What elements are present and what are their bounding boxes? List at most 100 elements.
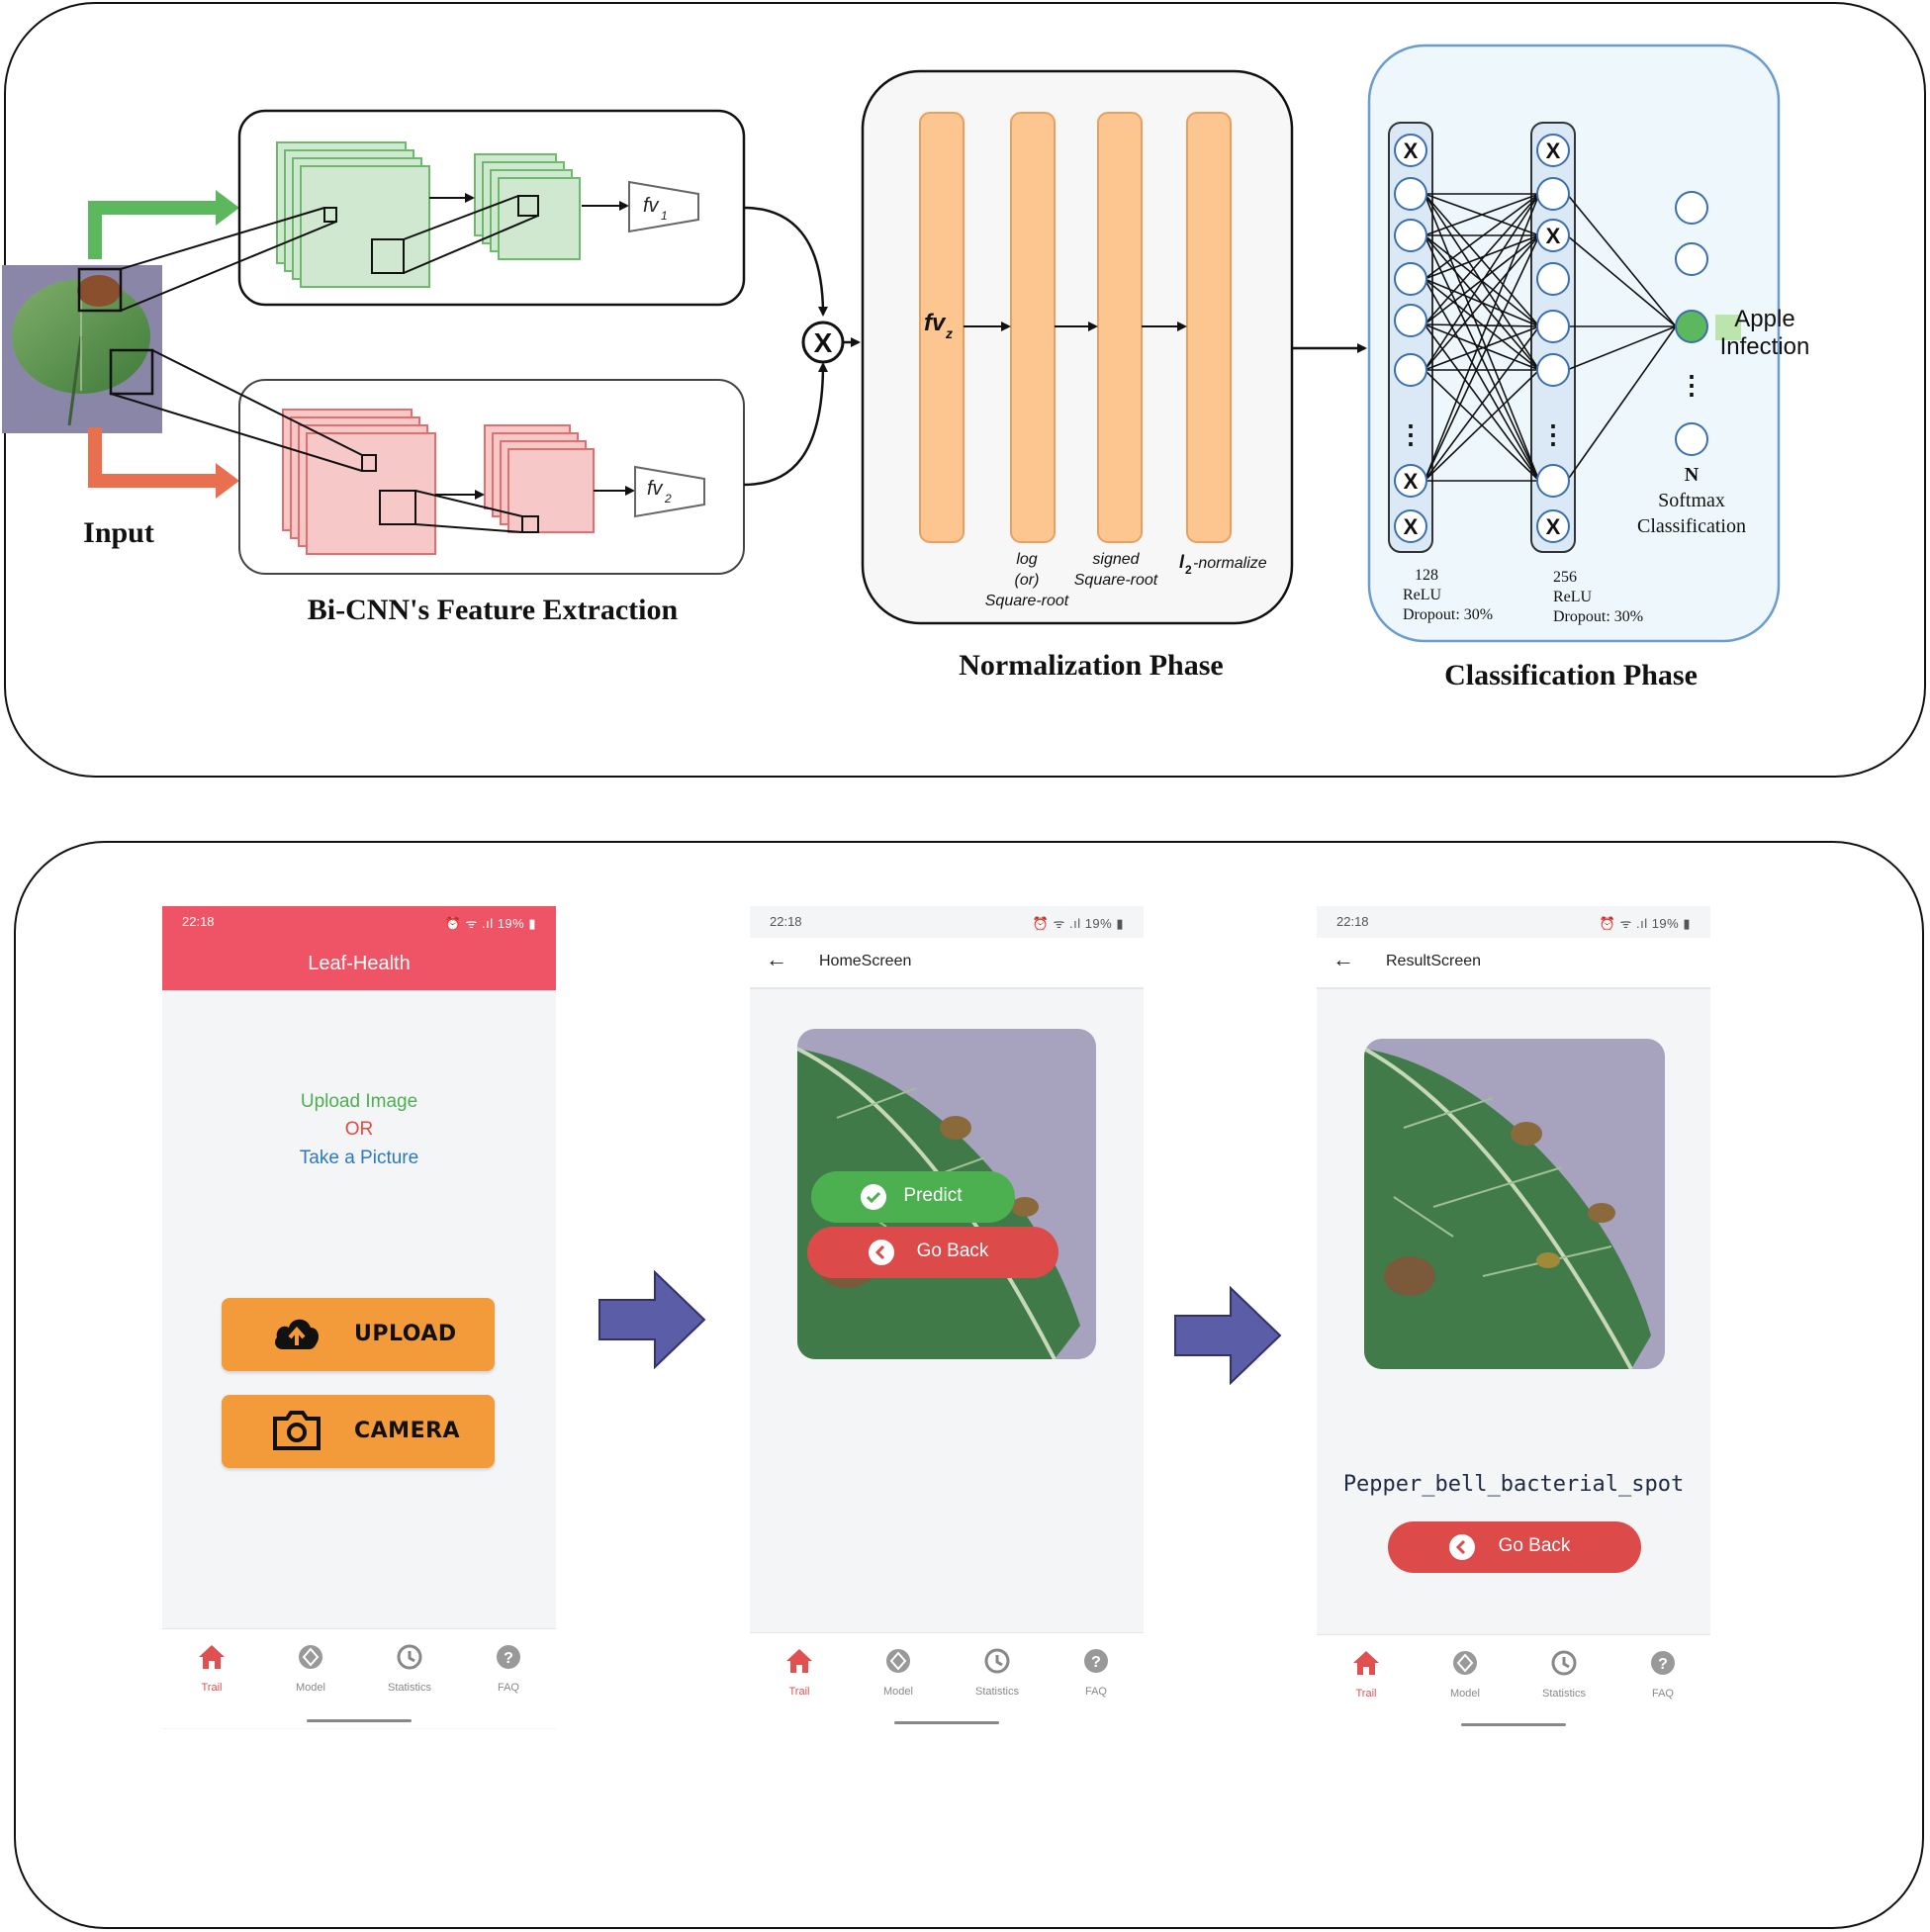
softmax-label-2: Softmax xyxy=(1658,490,1725,511)
screen-header: ← HomeScreen xyxy=(750,938,1144,989)
home-screen: 22:18 ⏰ ᯤ .ıl 19% ▮ ← HomeScreen Predict… xyxy=(750,906,1144,1729)
predict-label: Predict xyxy=(903,1185,963,1206)
fv1-subscript: 1 xyxy=(661,209,668,223)
upload-label: UPLOAD xyxy=(354,1322,457,1346)
camera-label: CAMERA xyxy=(354,1419,461,1443)
network-edge xyxy=(1566,193,1677,327)
app-panel xyxy=(14,841,1924,1929)
check-circle-icon xyxy=(861,1184,886,1210)
fv2-subscript: 2 xyxy=(664,492,672,506)
green-feature-maps xyxy=(276,141,581,288)
back-arrow-icon[interactable]: ← xyxy=(1333,947,1354,971)
home-indicator xyxy=(307,1719,412,1722)
network-edge xyxy=(1424,193,1540,325)
tab-statistics[interactable]: Statistics xyxy=(370,1643,449,1694)
predict-button[interactable]: Predict xyxy=(811,1171,1015,1223)
home-icon xyxy=(786,1649,812,1673)
tab-statistics[interactable]: Statistics xyxy=(1524,1649,1604,1700)
tab-trail[interactable]: Trail xyxy=(172,1643,251,1694)
tab-model[interactable]: Model xyxy=(1425,1649,1505,1700)
layer-1-neuron xyxy=(1394,219,1427,252)
tab-model[interactable]: Model xyxy=(859,1647,938,1698)
hint-or: OR xyxy=(344,1119,374,1140)
prediction-result: Pepper_bell_bacterial_spot xyxy=(1342,1472,1685,1497)
tab-faq[interactable]: ? FAQ xyxy=(1623,1649,1702,1700)
l2-prefix: l xyxy=(1179,552,1185,572)
layer-1-units: 128 xyxy=(1415,567,1438,584)
output-neuron xyxy=(1675,422,1708,456)
svg-text:?: ? xyxy=(1091,1654,1101,1671)
layer-1-activation: ReLU xyxy=(1403,587,1442,603)
output-neuron-active xyxy=(1675,310,1708,343)
help-icon: ? xyxy=(1651,1651,1675,1675)
tab-label: Trail xyxy=(201,1682,223,1694)
green-path-arrow xyxy=(88,201,220,259)
result-screen: 22:18 ⏰ ᯤ .ıl 19% ▮ ← ResultScreen Peppe… xyxy=(1317,906,1710,1729)
layer-1-neuron xyxy=(1394,304,1427,337)
tab-model[interactable]: Model xyxy=(271,1643,350,1694)
layer-1-neuron xyxy=(1394,262,1427,296)
layer-1-neuron xyxy=(1394,177,1427,211)
log-label-1: log xyxy=(1016,551,1037,568)
layer-2-neuron xyxy=(1536,262,1570,296)
layer-1-neuron xyxy=(1394,509,1427,543)
status-time: 22:18 xyxy=(770,914,802,929)
go-back-button[interactable]: Go Back xyxy=(1388,1521,1641,1573)
log-label-3: Square-root xyxy=(985,593,1069,609)
network-edge xyxy=(1424,325,1540,482)
go-back-label: Go Back xyxy=(1498,1535,1571,1556)
layer-2-activation: ReLU xyxy=(1553,589,1593,605)
normalization-bars xyxy=(919,112,1232,543)
tab-trail[interactable]: Trail xyxy=(1327,1649,1406,1700)
feature-extraction-title: Bi-CNN's Feature Extraction xyxy=(308,594,679,626)
red-feature-maps xyxy=(282,409,595,555)
architecture-diagram: fv 1 fv 2 Input Bi-CNN's Feature Extract… xyxy=(2,44,1810,691)
camera-button[interactable]: CAMERA xyxy=(222,1395,495,1468)
softmax-label-3: Classification xyxy=(1637,515,1746,537)
classification-title: Classification Phase xyxy=(1444,659,1698,691)
history-icon xyxy=(1551,1650,1577,1676)
dropout-mark: X xyxy=(1404,514,1419,539)
dropout-mark: X xyxy=(1404,469,1419,494)
output-neuron xyxy=(1675,191,1708,225)
layer-1-neuron xyxy=(1394,464,1427,498)
tab-faq[interactable]: ? FAQ xyxy=(1057,1647,1136,1698)
layer-1-dropout: Dropout: 30% xyxy=(1403,606,1493,623)
tab-label: FAQ xyxy=(497,1682,519,1694)
network-edge xyxy=(1424,193,1540,482)
hint-take-picture: Take a Picture xyxy=(299,1148,419,1168)
fvz-subscript: z xyxy=(945,325,953,341)
network-edge xyxy=(1424,234,1540,482)
layer-2-units: 256 xyxy=(1553,569,1577,586)
output-neuron xyxy=(1675,242,1708,276)
app-header: 22:18 ⏰ ᯤ .ıl 19% ▮ Leaf-Health xyxy=(162,906,556,990)
network-edge xyxy=(1424,369,1540,482)
go-back-button[interactable]: Go Back xyxy=(807,1227,1058,1278)
history-icon xyxy=(984,1648,1010,1674)
screen-header: ← ResultScreen xyxy=(1317,938,1710,989)
input-leaf-image xyxy=(2,265,162,433)
input-label: Input xyxy=(83,516,154,549)
output-label-2: Infection xyxy=(1720,333,1810,360)
home-icon xyxy=(1353,1651,1379,1675)
tab-statistics[interactable]: Statistics xyxy=(958,1647,1037,1698)
network-edge xyxy=(1424,234,1540,325)
fv1-label: fv xyxy=(643,195,660,217)
layer-2-neuron xyxy=(1536,310,1570,343)
upload-button[interactable]: UPLOAD xyxy=(222,1298,495,1371)
normalization-title: Normalization Phase xyxy=(959,649,1223,682)
fv2-trapezoid xyxy=(634,465,705,518)
leaf-result-image xyxy=(1364,1039,1665,1369)
screen-title: ResultScreen xyxy=(1386,953,1482,969)
tab-faq[interactable]: ? FAQ xyxy=(469,1643,548,1694)
layer-2-dropout: Dropout: 30% xyxy=(1553,608,1643,625)
output-label-1: Apple xyxy=(1734,306,1794,332)
dropout-mark: X xyxy=(1546,138,1561,163)
fv2-label: fv xyxy=(647,478,664,500)
layer-2-neuron xyxy=(1536,509,1570,543)
help-icon: ? xyxy=(1084,1649,1108,1673)
back-arrow-icon[interactable]: ← xyxy=(766,947,787,971)
tab-trail[interactable]: Trail xyxy=(760,1647,839,1698)
model-icon xyxy=(886,1649,910,1673)
tab-label: Trail xyxy=(1355,1688,1377,1700)
